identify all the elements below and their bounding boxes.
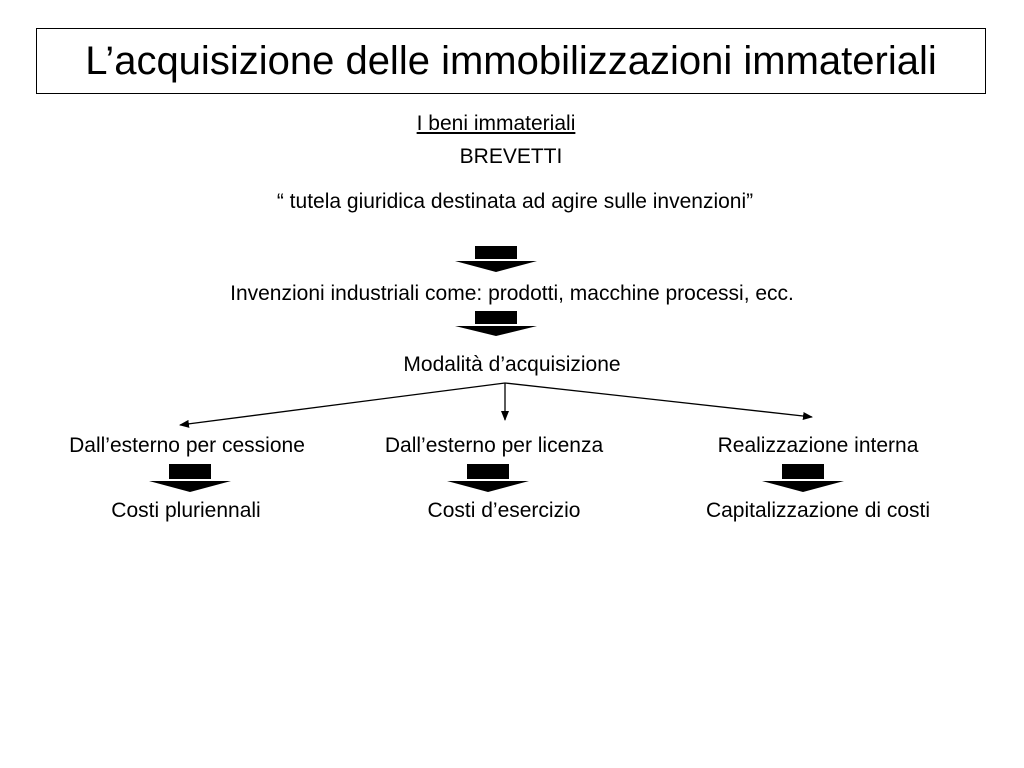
branch-outcome-capitalizzazione: Capitalizzazione di costi: [705, 499, 931, 522]
definition-text: “ tutela giuridica destinata ad agire su…: [276, 190, 754, 213]
block-arrow-branch-3: [762, 464, 844, 492]
branch-mode-interna: Realizzazione interna: [717, 434, 919, 457]
block-arrow-branch-2: [447, 464, 529, 492]
block-arrow-1: [455, 246, 537, 272]
slide-title-box: L’acquisizione delle immobilizzazioni im…: [36, 28, 986, 94]
inventions-text: Invenzioni industriali come: prodotti, m…: [230, 282, 794, 305]
branch-arrow-left: [179, 382, 506, 428]
block-arrow-2: [455, 311, 537, 336]
branch-mode-licenza: Dall’esterno per licenza: [384, 434, 604, 457]
acquisition-modes-label: Modalità d’acquisizione: [403, 353, 621, 376]
branch-outcome-pluriennali: Costi pluriennali: [111, 499, 261, 522]
branch-mode-cessione: Dall’esterno per cessione: [69, 434, 305, 457]
branch-arrow-right: [504, 382, 813, 420]
subject-label: BREVETTI: [459, 145, 563, 168]
slide-title: L’acquisizione delle immobilizzazioni im…: [85, 39, 937, 83]
branch-outcome-esercizio: Costi d’esercizio: [427, 499, 581, 522]
block-arrow-branch-1: [149, 464, 231, 492]
section-heading: I beni immateriali: [416, 112, 576, 135]
